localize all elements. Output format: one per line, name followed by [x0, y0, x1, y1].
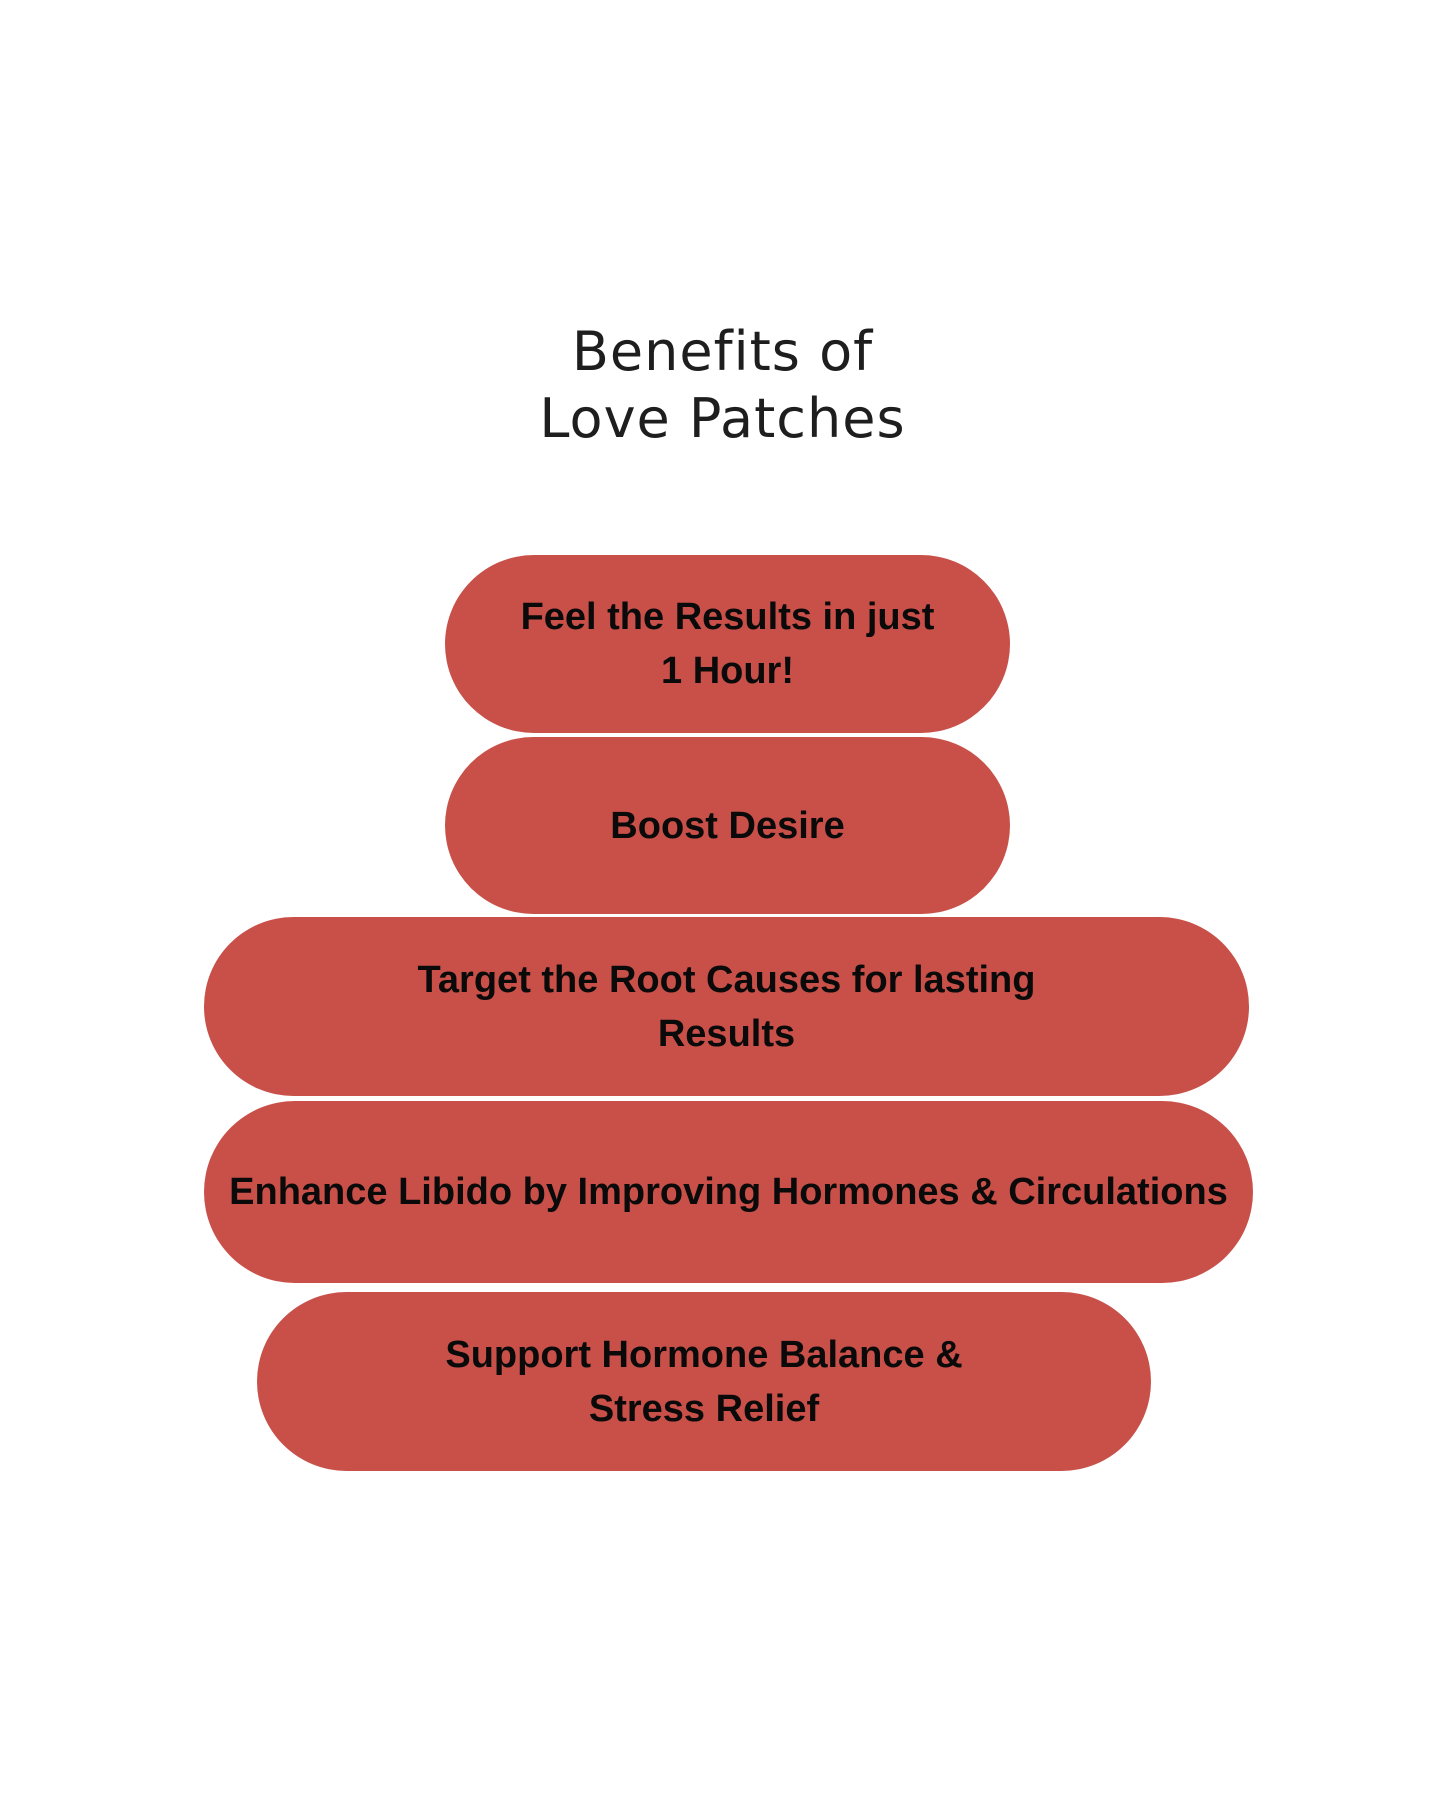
benefit-text-line: Stress Relief: [588, 1387, 820, 1430]
infographic-title: Benefits of Love Patches: [0, 318, 1445, 452]
benefit-pill-enhance-libido: Enhance Libido by Improving Hormones & C…: [204, 1101, 1253, 1283]
benefit-text-line: Support Hormone Balance &: [445, 1333, 963, 1376]
benefit-pill-boost-desire: Boost Desire: [445, 737, 1010, 914]
title-line-2: Love Patches: [539, 387, 906, 450]
benefit-text-line: Boost Desire: [610, 804, 845, 847]
benefit-pill-results-in-1-hour: Feel the Results in just 1 Hour!: [445, 555, 1010, 733]
benefit-text-line: Target the Root Causes for lasting: [417, 958, 1036, 1001]
benefit-pill-hormone-balance: Support Hormone Balance & Stress Relief: [257, 1292, 1151, 1471]
benefit-text-line: Results: [657, 1012, 796, 1055]
benefit-text-line: 1 Hour!: [661, 650, 794, 692]
benefit-text-line: Feel the Results in just: [520, 596, 935, 638]
benefit-pill-root-causes: Target the Root Causes for lasting Resul…: [204, 917, 1249, 1096]
benefit-text-line: Enhance Libido by Improving Hormones & C…: [229, 1171, 1228, 1213]
title-line-1: Benefits of: [571, 320, 874, 383]
